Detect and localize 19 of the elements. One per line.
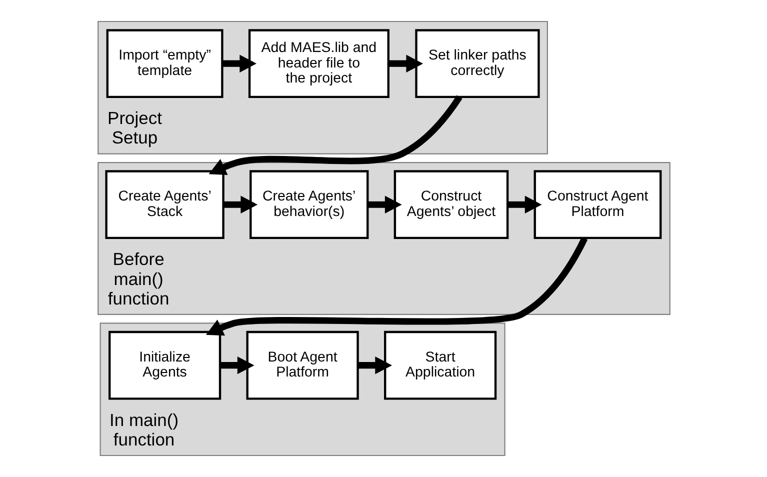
node-box: Construct Agent Platform [533, 170, 662, 240]
arrow [222, 54, 256, 72]
node-box: Initialize Agents [108, 330, 221, 400]
arrow [388, 54, 423, 72]
node-box: Boot Agent Platform [246, 330, 358, 400]
node-box: Import “empty” template [106, 29, 223, 98]
arrow [357, 356, 392, 374]
arrow [222, 196, 258, 214]
arrow [205, 236, 588, 336]
node-box: Create Agents’ behavior(s) [249, 170, 368, 240]
node-box: Set linker paths correctly [414, 29, 540, 98]
node-box: Add MAES.lib and header file to the project [248, 29, 389, 98]
node-box: Start Application [384, 330, 496, 400]
arrow [507, 196, 542, 214]
node-box: Create Agents’ Stack [104, 170, 224, 240]
arrow [367, 196, 402, 214]
arrow [220, 356, 254, 374]
arrow [208, 95, 462, 176]
node-box: Construct Agents’ object [393, 170, 508, 240]
